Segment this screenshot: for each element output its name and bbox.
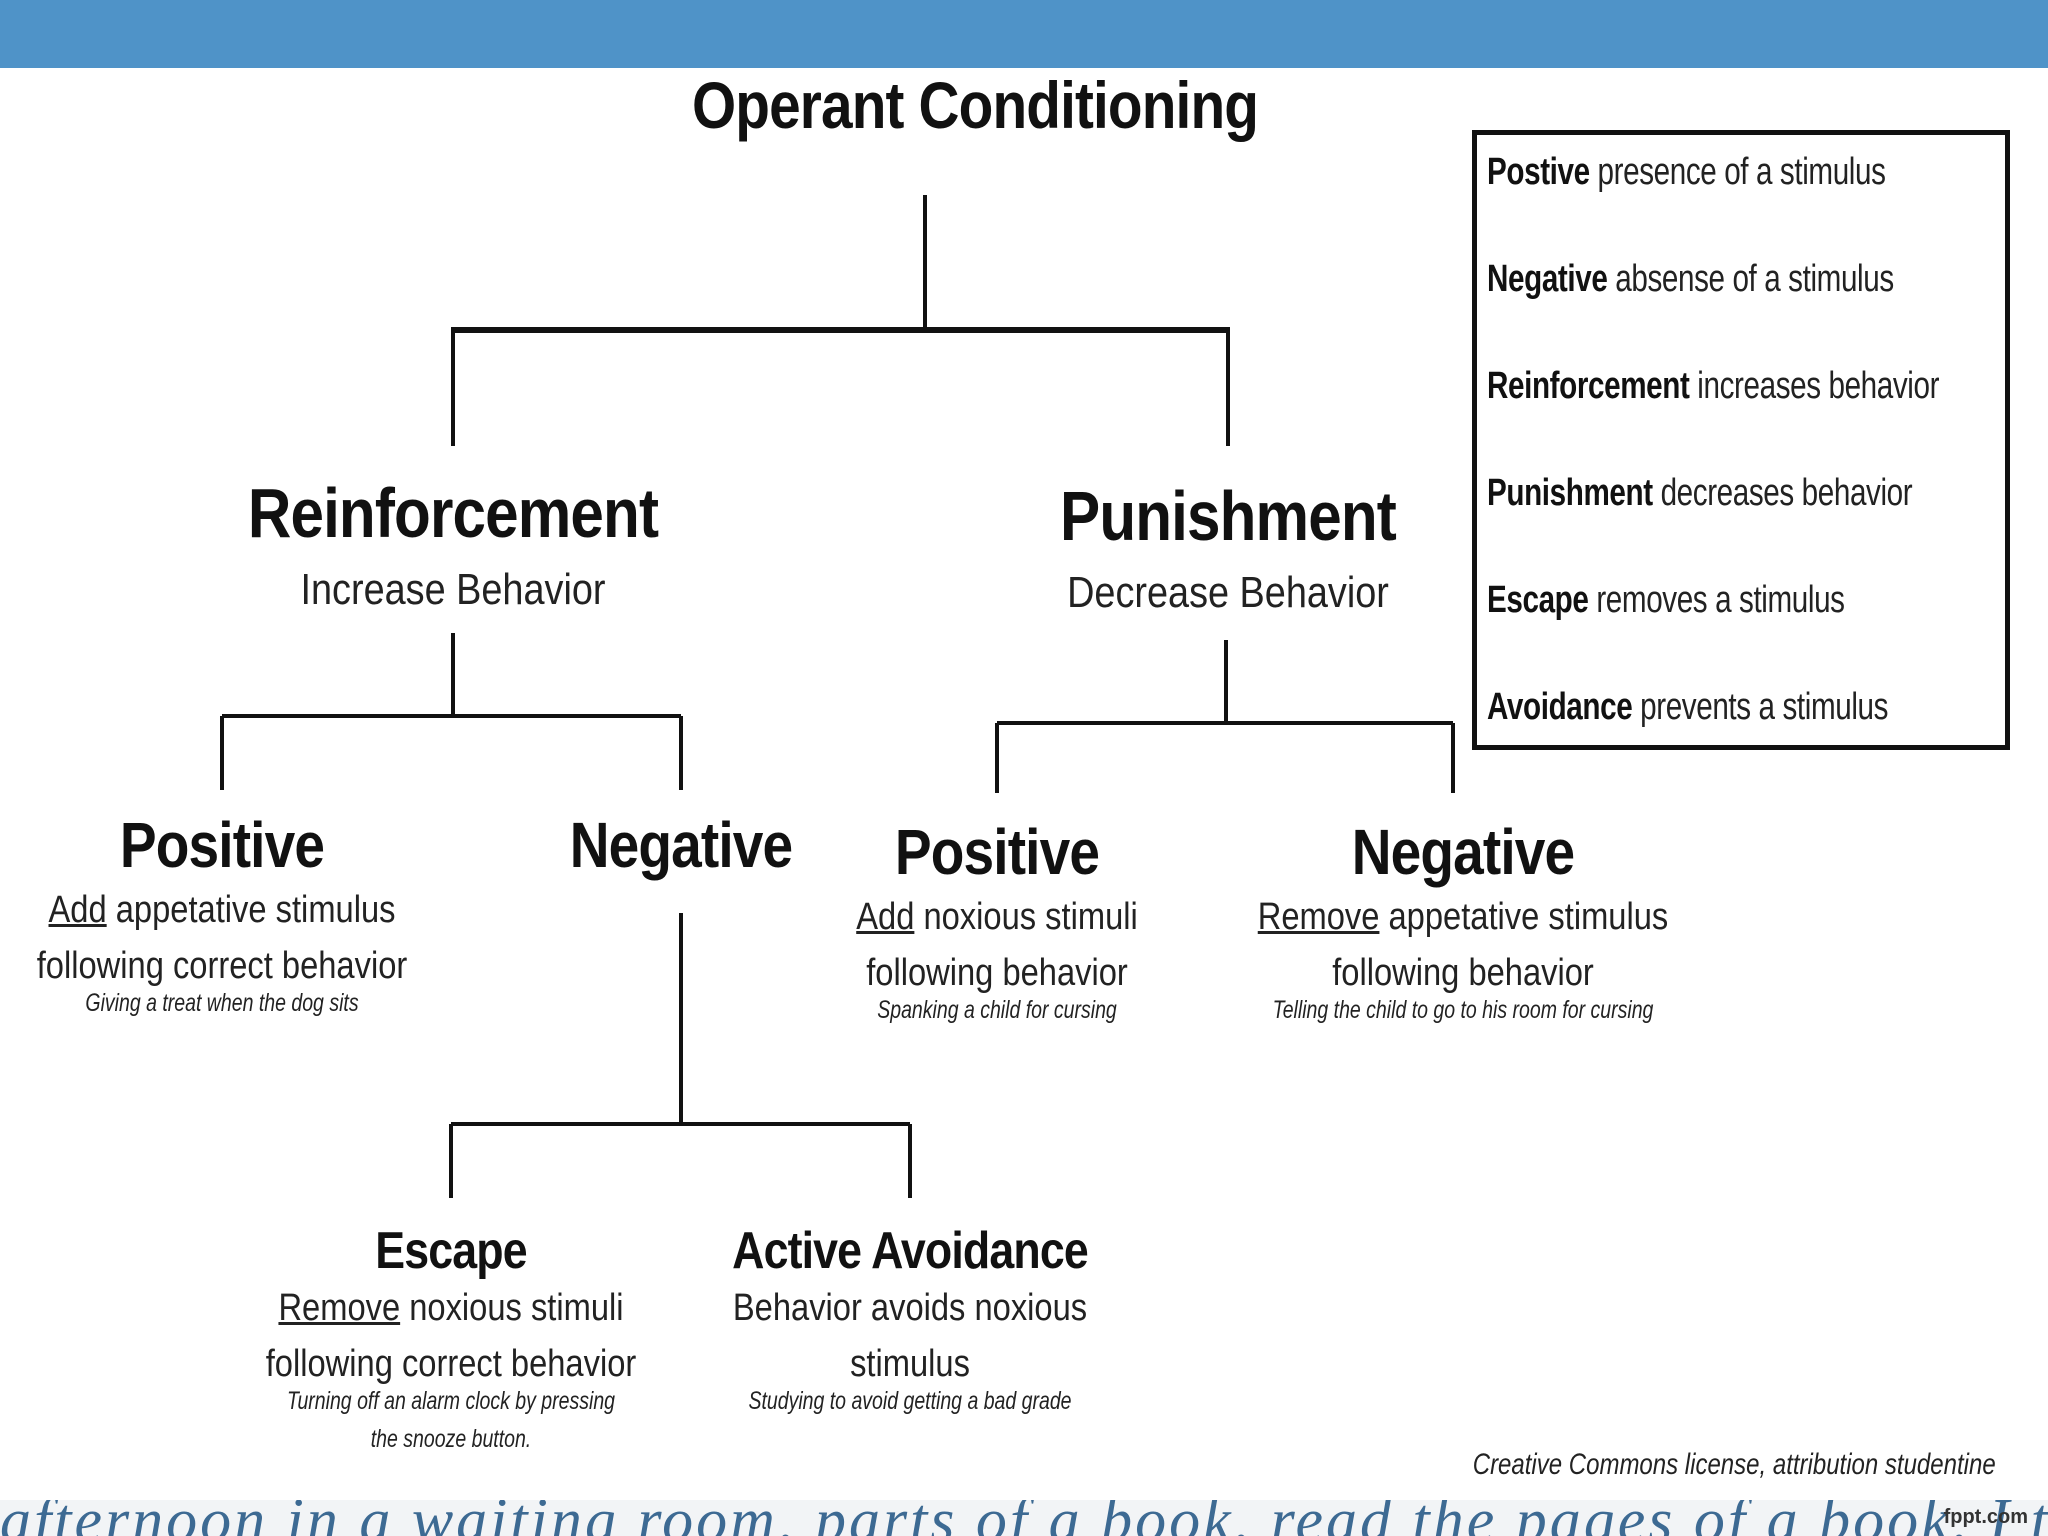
node-operant-conditioning: Operant Conditioning: [650, 68, 1259, 142]
punishment-positive-desc-line1: Add noxious stimuli: [856, 896, 1138, 938]
legend-row-positive: Postive presence of a stimulus: [1487, 151, 1886, 194]
top-accent-bar: [0, 0, 2048, 68]
legend-term: Escape: [1487, 579, 1589, 621]
legend-term: Punishment: [1487, 472, 1653, 514]
escape-desc-line1: Remove noxious stimuli: [278, 1287, 624, 1329]
tree-connectors: [220, 195, 1455, 1198]
reinforcement-title: Reinforcement: [247, 474, 659, 552]
punishment-negative-action: Remove: [1257, 896, 1380, 938]
legend-definition: prevents a stimulus: [1632, 686, 1889, 728]
legend-row-reinforcement: Reinforcement increases behavior: [1487, 365, 1939, 408]
reinforcement-positive-desc-line1: Add appetative stimulus: [48, 889, 396, 931]
node-punishment-negative: Negative Remove appetative stimulus foll…: [1183, 820, 1743, 1028]
root-title: Operant Conditioning: [692, 68, 1259, 142]
escape-title: Escape: [375, 1222, 527, 1280]
node-punishment-positive: Positive Add noxious stimuli following b…: [795, 820, 1199, 1028]
legend-term: Reinforcement: [1487, 365, 1690, 407]
escape-action: Remove: [278, 1287, 401, 1329]
punishment-subtitle: Decrease Behavior: [1067, 568, 1389, 617]
punishment-negative-example: Telling the child to go to his room for …: [1272, 996, 1654, 1024]
escape-example-line1: Turning off an alarm clock by pressing: [286, 1387, 616, 1415]
legend-definition: decreases behavior: [1652, 472, 1913, 514]
license-credit: Creative Commons license, attribution st…: [1473, 1448, 1996, 1481]
node-escape: Escape Remove noxious stimuli following …: [231, 1225, 671, 1457]
node-punishment: Punishment Decrease Behavior: [928, 481, 1528, 615]
legend-definition: absense of a stimulus: [1607, 258, 1894, 300]
reinforcement-positive-example: Giving a treat when the dog sits: [85, 989, 359, 1017]
legend-box: Postive presence of a stimulus Negative …: [1472, 130, 2010, 750]
active-avoidance-title: Active Avoidance: [732, 1222, 1089, 1280]
punishment-positive-action: Add: [856, 896, 915, 938]
footer-background-text: afternoon in a waiting room, parts of a …: [0, 1500, 2048, 1536]
punishment-negative-desc-line1: Remove appetative stimulus: [1257, 896, 1669, 938]
legend-definition: removes a stimulus: [1588, 579, 1845, 621]
legend-definition: presence of a stimulus: [1589, 151, 1886, 193]
active-avoidance-desc-line2: stimulus: [850, 1343, 970, 1385]
active-avoidance-desc-line1: Behavior avoids noxious: [732, 1287, 1088, 1329]
reinforcement-positive-action: Add: [48, 889, 107, 931]
punishment-positive-desc-line2: following behavior: [866, 952, 1128, 994]
node-reinforcement-negative: Negative: [531, 813, 831, 877]
legend-definition: increases behavior: [1689, 365, 1940, 407]
legend-term: Avoidance: [1487, 686, 1633, 728]
escape-desc-line2: following correct behavior: [265, 1343, 637, 1385]
punishment-title: Punishment: [1060, 477, 1397, 555]
operant-conditioning-diagram: Operant Conditioning Reinforcement Incre…: [0, 68, 2048, 1500]
reinforcement-positive-title: Positive: [119, 809, 325, 881]
legend-row-avoidance: Avoidance prevents a stimulus: [1487, 686, 1888, 729]
punishment-negative-desc-line2: following behavior: [1332, 952, 1594, 994]
legend-term: Postive: [1487, 151, 1590, 193]
legend-row-punishment: Punishment decreases behavior: [1487, 472, 1913, 515]
punishment-negative-title: Negative: [1351, 816, 1575, 888]
legend-row-negative: Negative absense of a stimulus: [1487, 258, 1894, 301]
reinforcement-positive-desc-line2: following correct behavior: [36, 945, 408, 987]
punishment-positive-title: Positive: [894, 816, 1100, 888]
legend-term: Negative: [1487, 258, 1608, 300]
punishment-positive-example: Spanking a child for cursing: [877, 996, 1117, 1024]
active-avoidance-example: Studying to avoid getting a bad grade: [748, 1387, 1072, 1415]
node-reinforcement: Reinforcement Increase Behavior: [153, 478, 753, 612]
legend-row-escape: Escape removes a stimulus: [1487, 579, 1883, 622]
footer-source-link[interactable]: fppt.com: [1943, 1506, 2028, 1528]
escape-example-line2: the snooze button.: [370, 1424, 532, 1453]
reinforcement-negative-title: Negative: [569, 809, 793, 881]
slide-footer: afternoon in a waiting room, parts of a …: [0, 1500, 2048, 1536]
node-active-avoidance: Active Avoidance Behavior avoids noxious…: [680, 1225, 1140, 1419]
reinforcement-subtitle: Increase Behavior: [300, 565, 606, 614]
node-reinforcement-positive: Positive Add appetative stimulus followi…: [0, 813, 444, 1021]
